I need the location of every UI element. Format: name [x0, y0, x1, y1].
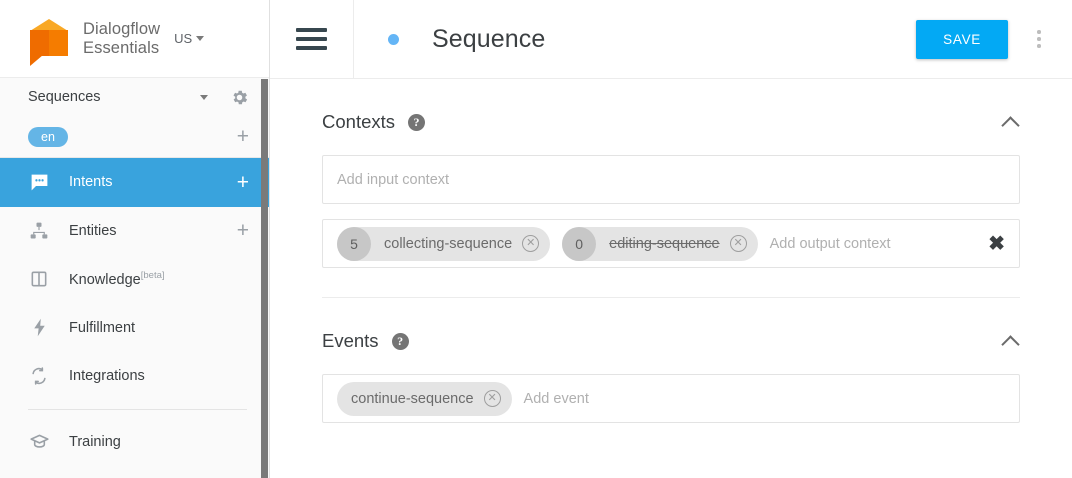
sidebar-item-label: Integrations — [69, 368, 145, 385]
caret-down-icon[interactable] — [200, 94, 208, 100]
language-row: en + — [0, 116, 269, 158]
graduation-cap-icon — [28, 431, 50, 453]
caret-down-icon — [196, 36, 205, 41]
gear-icon[interactable] — [230, 88, 249, 107]
section-divider — [322, 297, 1020, 298]
output-context-chip[interactable]: 0 editing-sequence ✕ — [562, 226, 758, 261]
chevron-up-icon[interactable] — [1002, 332, 1020, 350]
refresh-arrows-icon — [28, 365, 50, 387]
lightning-bolt-icon — [28, 317, 50, 339]
main-panel: Sequence SAVE Contexts ? Add input conte… — [270, 0, 1072, 478]
hierarchy-icon — [28, 220, 50, 242]
output-context-placeholder: Add output context — [769, 235, 891, 252]
sidebar-item-label: Fulfillment — [69, 319, 136, 336]
contexts-section: Contexts ? Add input context 5 collectin… — [322, 79, 1020, 268]
chip-label: editing-sequence — [609, 235, 720, 252]
sidebar-item-label: Knowledge[beta] — [69, 270, 165, 288]
brand-name-line1: Dialogflow — [83, 19, 161, 38]
chevron-up-icon[interactable] — [1002, 113, 1020, 131]
chip-lifespan-badge: 0 — [562, 226, 597, 261]
book-icon — [28, 268, 50, 290]
status-dot — [388, 33, 399, 45]
contexts-header: Contexts ? — [322, 104, 1020, 140]
top-bar: Sequence SAVE — [270, 0, 1072, 79]
sidebar-item-intents[interactable]: Intents + — [0, 158, 269, 207]
chip-label: collecting-sequence — [384, 235, 513, 252]
speech-bubble-icon — [28, 171, 50, 193]
hamburger-menu-icon[interactable] — [296, 23, 327, 55]
sidebar-item-label: Training — [69, 433, 121, 450]
brand-name-line2: Essentials — [83, 38, 160, 57]
region-label: US — [174, 31, 193, 46]
save-button[interactable]: SAVE — [916, 19, 1008, 59]
agent-selector[interactable]: Sequences — [0, 78, 269, 116]
beta-badge: [beta] — [140, 270, 165, 282]
sidebar: Dialogflow Essentials US Sequences en + — [0, 0, 270, 478]
events-placeholder: Add event — [523, 390, 589, 407]
brand-header: Dialogflow Essentials US — [0, 0, 269, 78]
chip-remove-icon[interactable]: ✕ — [522, 235, 540, 252]
sidebar-item-integrations[interactable]: Integrations — [0, 352, 269, 401]
events-header: Events ? — [322, 323, 1020, 359]
plus-icon[interactable]: + — [236, 125, 249, 148]
help-circle-icon[interactable]: ? — [408, 113, 426, 131]
event-chip[interactable]: continue-sequence ✕ — [337, 381, 512, 416]
contexts-title: Contexts — [322, 111, 396, 132]
page-title: Sequence — [432, 24, 546, 53]
output-context-chip[interactable]: 5 collecting-sequence ✕ — [337, 226, 551, 261]
sidebar-item-label: Entities — [69, 222, 117, 239]
sidebar-item-training[interactable]: Training — [0, 418, 269, 467]
clear-x-icon[interactable]: ✖ — [988, 232, 1005, 255]
sidebar-divider — [28, 408, 247, 410]
sidebar-scrollbar[interactable] — [261, 79, 268, 478]
help-circle-icon[interactable]: ? — [391, 332, 409, 350]
sidebar-item-knowledge[interactable]: Knowledge[beta] — [0, 255, 269, 304]
chip-remove-icon[interactable]: ✕ — [729, 235, 747, 252]
add-entity-icon[interactable]: + — [236, 219, 249, 243]
chip-label: continue-sequence — [351, 390, 474, 407]
agent-name: Sequences — [28, 89, 101, 105]
region-selector[interactable]: US — [174, 31, 205, 46]
content-area: Contexts ? Add input context 5 collectin… — [270, 79, 1072, 423]
more-vertical-icon[interactable] — [1028, 22, 1050, 56]
sidebar-item-text: Knowledge — [69, 272, 141, 289]
sidebar-item-fulfillment[interactable]: Fulfillment — [0, 304, 269, 353]
language-pill-en[interactable]: en — [28, 126, 68, 147]
chip-remove-icon[interactable]: ✕ — [483, 390, 501, 407]
chip-lifespan-badge: 5 — [337, 226, 371, 261]
events-section: Events ? continue-sequence ✕ Add event — [322, 298, 1020, 423]
output-context-field[interactable]: 5 collecting-sequence ✕ 0 editing-sequen… — [322, 219, 1020, 268]
events-field[interactable]: continue-sequence ✕ Add event — [322, 374, 1020, 423]
topbar-divider — [353, 0, 354, 79]
brand-name: Dialogflow Essentials — [83, 20, 160, 58]
events-title: Events — [322, 330, 379, 351]
dialogflow-cube-logo — [28, 15, 72, 66]
add-intent-icon[interactable]: + — [236, 170, 249, 194]
input-context-field[interactable]: Add input context — [322, 155, 1020, 204]
sidebar-item-entities[interactable]: Entities + — [0, 207, 269, 256]
input-context-placeholder: Add input context — [337, 171, 450, 188]
sidebar-item-label: Intents — [69, 174, 113, 191]
